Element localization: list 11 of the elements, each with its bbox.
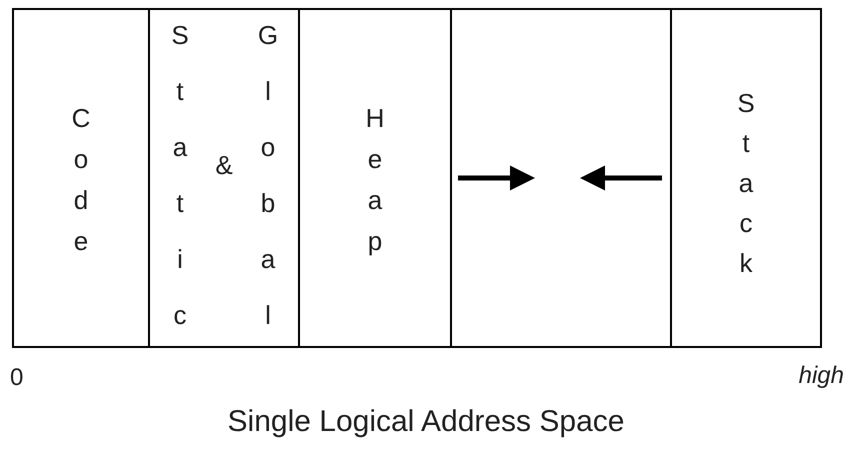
segment-label: Static & Global <box>164 20 284 336</box>
segment-label: Code <box>65 103 97 253</box>
memory-segment <box>298 8 452 348</box>
segment-label: Heap <box>359 103 391 253</box>
memory-segment <box>148 8 300 348</box>
memory-segment <box>12 8 150 348</box>
memory-segment <box>670 8 822 348</box>
free-memory-segment <box>450 8 672 348</box>
address-label: high <box>798 362 844 390</box>
caption: Single Logical Address Space <box>226 405 626 439</box>
address-label: 0 <box>10 364 24 392</box>
